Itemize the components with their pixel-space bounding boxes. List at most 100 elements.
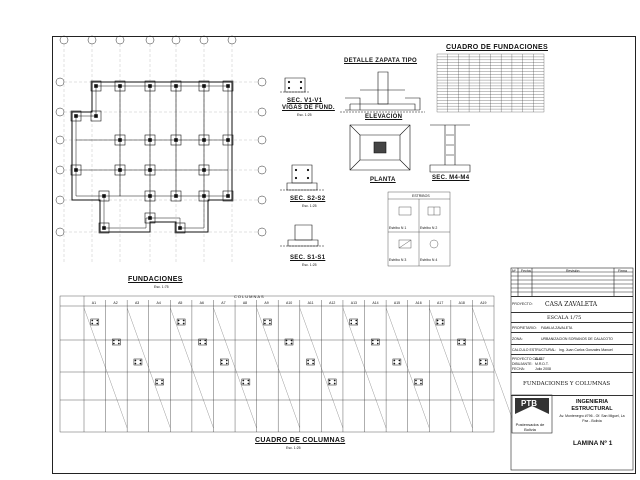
column-section-icon bbox=[90, 318, 100, 326]
company-info: Av. Montenegro #796 - Of. San Miguel, La… bbox=[559, 414, 625, 423]
rebar-dot bbox=[199, 342, 202, 345]
grid-bubble bbox=[55, 107, 65, 117]
rebar-dot bbox=[290, 342, 293, 345]
cuadro-columnas-title: CUADRO DE COLUMNAS bbox=[255, 437, 346, 444]
column-section-icon bbox=[220, 358, 229, 366]
grid-lines bbox=[63, 44, 258, 262]
rebar-dot bbox=[134, 362, 137, 365]
column-table-frame bbox=[59, 295, 495, 433]
cuadro-fundaciones-title: CUADRO DE FUNDACIONES bbox=[446, 44, 548, 51]
column-section-icons bbox=[90, 318, 488, 386]
section-s1-detail bbox=[280, 224, 325, 247]
rebar-dot bbox=[156, 382, 158, 385]
column-stub bbox=[226, 84, 230, 88]
rebar-dot bbox=[328, 379, 331, 382]
footing-pad bbox=[70, 164, 82, 176]
tb-zona-row: ZONA: URBANIZACION SORIANOS DE CALACOTO bbox=[511, 332, 633, 344]
rebar-dot bbox=[182, 322, 185, 325]
grid-bubble bbox=[257, 107, 267, 117]
rebar-dot bbox=[355, 319, 358, 322]
rebar-dot bbox=[393, 362, 396, 365]
lamina-number: LAMINA Nº 1 bbox=[573, 440, 613, 447]
column-label: A12 bbox=[329, 301, 336, 305]
column-section-icon bbox=[327, 378, 337, 386]
sec-s1-title: SEC. S1-S1 bbox=[290, 255, 326, 261]
footing-pad bbox=[98, 222, 110, 234]
rebar-dot bbox=[113, 342, 115, 345]
rebar-dot bbox=[113, 339, 115, 342]
rebar-dot bbox=[371, 339, 374, 342]
schedule-diagonal bbox=[170, 307, 214, 429]
sec-m4-title: SEC. M4-M4 bbox=[432, 175, 470, 181]
ptb-logo bbox=[515, 398, 549, 414]
column-label: A15 bbox=[393, 301, 401, 305]
column-section-icon bbox=[112, 338, 121, 346]
grid-bubble bbox=[115, 35, 125, 45]
tb-zona-label: ZONA: bbox=[512, 337, 523, 341]
sec-v1-title: SEC. V1-V1 bbox=[287, 98, 323, 104]
grid-bubble bbox=[199, 35, 209, 45]
rebar-dot bbox=[199, 339, 202, 342]
grid-bubble bbox=[257, 195, 267, 205]
column-stub bbox=[118, 138, 122, 142]
sec-v1-scale: Esc. 1:25 bbox=[297, 113, 312, 117]
footing-pad bbox=[170, 134, 182, 146]
rebar-dot bbox=[118, 342, 120, 345]
footing-pads bbox=[70, 80, 234, 234]
grid-bubble bbox=[55, 77, 65, 87]
grid-bubble bbox=[227, 35, 237, 45]
column-stub bbox=[174, 84, 178, 88]
column-section-icon bbox=[435, 318, 445, 326]
footing-pad bbox=[170, 80, 182, 92]
grid-bubble bbox=[171, 35, 181, 45]
rebar-dot bbox=[118, 339, 120, 342]
rebar-dot bbox=[376, 342, 379, 345]
rebar-dot bbox=[242, 382, 245, 385]
grid-bubbles-left bbox=[55, 77, 267, 237]
cuadro-columnas-scale: Esc. 1:25 bbox=[286, 446, 301, 450]
rebar-dot bbox=[484, 362, 487, 365]
footing-pad bbox=[222, 80, 234, 92]
grid-bubble bbox=[55, 195, 65, 205]
column-stub bbox=[94, 114, 98, 118]
vigas-fund-title: VIGAS DE FUND. bbox=[282, 105, 335, 111]
tb-rev-label: PROYECTO CALC. bbox=[512, 357, 543, 361]
column-label: A16 bbox=[415, 301, 422, 305]
footing-pad bbox=[198, 134, 210, 146]
rebar-dot bbox=[458, 339, 460, 342]
rev-header-revision: Revisión bbox=[566, 268, 580, 273]
zapata-detail bbox=[340, 71, 471, 173]
rebar-dot bbox=[415, 379, 417, 382]
rebar-dot bbox=[479, 359, 482, 362]
column-label: A10 bbox=[286, 301, 293, 305]
schedule-diagonal bbox=[429, 307, 473, 429]
rebar-dot bbox=[220, 362, 223, 365]
rebar-dot bbox=[161, 382, 163, 385]
rebar-dot bbox=[264, 322, 266, 325]
tb-propietario: FAMILIA ZAVALETA bbox=[541, 326, 573, 330]
column-stub bbox=[74, 168, 78, 172]
column-section-icon bbox=[414, 378, 423, 386]
column-stub bbox=[118, 168, 122, 172]
column-section-icon bbox=[176, 318, 186, 326]
sec-s2-scale: Esc. 1:25 bbox=[302, 204, 317, 208]
rebar-dot bbox=[204, 339, 207, 342]
footing-pad bbox=[144, 164, 156, 176]
grid-bubble bbox=[257, 135, 267, 145]
rebar-dot bbox=[371, 342, 374, 345]
columnas-header: COLUMNAS bbox=[234, 294, 265, 299]
tb-contenido: FUNDACIONES Y COLUMNAS bbox=[523, 381, 611, 387]
grid-bubble bbox=[145, 35, 155, 45]
tb-proyecto-label: PROYECTO: bbox=[512, 302, 533, 306]
fundaciones-scale: Esc. 1:75 bbox=[154, 285, 169, 289]
rebar-dot bbox=[312, 359, 314, 362]
tb-fecha: Julio 2008 bbox=[535, 367, 551, 371]
rebar-dot bbox=[161, 379, 163, 382]
tb-rev: C-047 bbox=[535, 357, 545, 361]
column-section-icon bbox=[349, 318, 358, 326]
rebar-dot bbox=[247, 379, 250, 382]
schedule-diagonal bbox=[256, 307, 300, 429]
tb-fecha-label: FECHA: bbox=[512, 367, 525, 371]
footing-pad bbox=[114, 80, 126, 92]
column-label: A5 bbox=[178, 301, 183, 305]
